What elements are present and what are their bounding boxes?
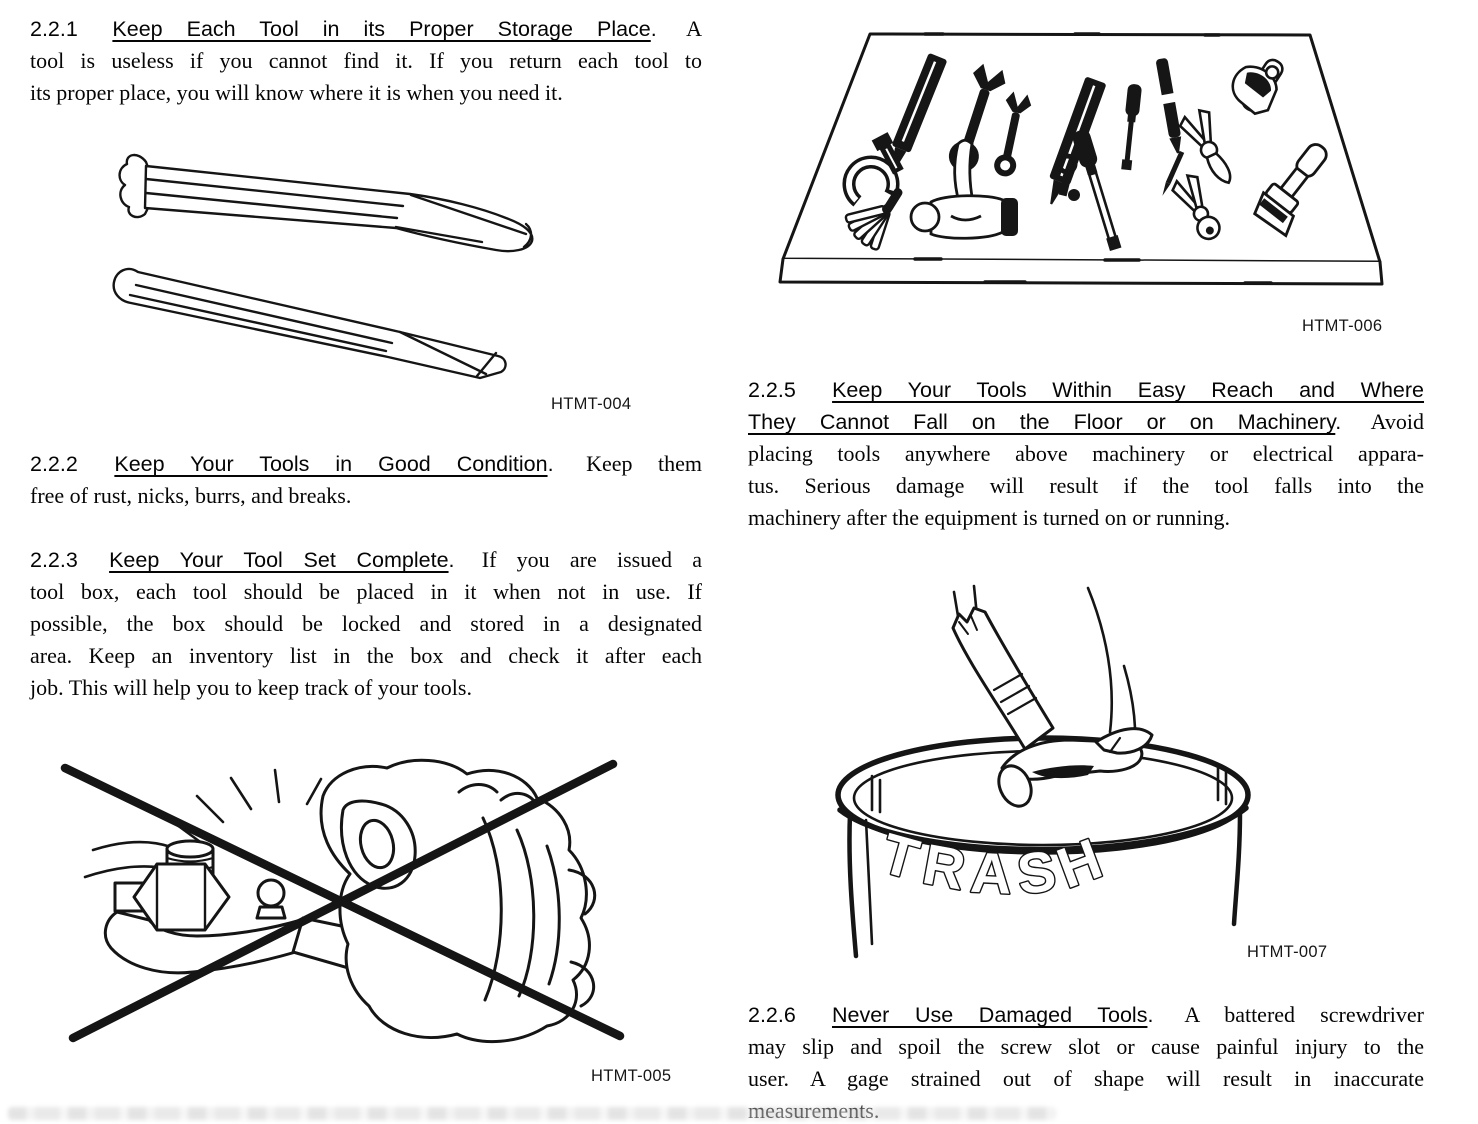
trash-can-body bbox=[847, 809, 1243, 959]
text-line: 2.2.3 Keep Your Tool Set Complete. If yo… bbox=[30, 544, 702, 576]
trash-label: TRASH bbox=[875, 821, 1119, 907]
text-line: tus. Serious damage will result if the t… bbox=[748, 470, 1424, 502]
section-text: free of rust, nicks, burrs, and breaks. bbox=[30, 483, 352, 508]
text-line: user. A gage strained out of shape will … bbox=[748, 1063, 1424, 1095]
text-line: possible, the box should be locked and s… bbox=[30, 608, 702, 640]
figure-label-htmt-006: HTMT-006 bbox=[1302, 317, 1383, 335]
bolt-and-nut bbox=[113, 839, 231, 932]
fist bbox=[319, 758, 597, 1044]
section-2-2-3: 2.2.3 Keep Your Tool Set Complete. If yo… bbox=[30, 544, 702, 704]
text-line: 2.2.1 Keep Each Tool in its Proper Stora… bbox=[30, 13, 702, 45]
section-text: If you are issued a bbox=[481, 547, 703, 572]
section-text: . bbox=[1335, 410, 1342, 434]
figure-chisels bbox=[112, 153, 534, 380]
text-line: tool box, each tool should be placed in … bbox=[30, 576, 702, 608]
text-line: may slip and spoil the screw slot or cau… bbox=[748, 1031, 1424, 1063]
section-text: possible, the box should be locked and s… bbox=[30, 611, 702, 636]
figure-label-htmt-004: HTMT-004 bbox=[551, 395, 632, 413]
section-text: A bbox=[686, 16, 702, 41]
monkey-wrench bbox=[1252, 143, 1328, 238]
section-title: Keep Each Tool in its Proper Storage Pla… bbox=[112, 17, 651, 41]
section-2-2-2: 2.2.2 Keep Your Tools in Good Condition.… bbox=[30, 448, 702, 512]
section-text: . bbox=[448, 548, 455, 572]
round-nose-chisel bbox=[118, 153, 534, 253]
text-line: placing tools anywhere above machinery o… bbox=[748, 438, 1424, 470]
section-title: They Cannot Fall on the Floor or on Mach… bbox=[748, 410, 1336, 434]
section-title: Keep Your Tool Set Complete bbox=[109, 548, 449, 572]
large-screwdriver bbox=[1072, 129, 1122, 251]
section-title: Keep Your Tools in Good Condition bbox=[114, 452, 548, 476]
text-line: tool is useless if you cannot find it. I… bbox=[30, 45, 702, 77]
feeler-gauge bbox=[844, 188, 903, 251]
screwdriver bbox=[1121, 84, 1142, 171]
section-text: area. Keep an inventory list in the box … bbox=[30, 643, 702, 668]
sparks bbox=[83, 768, 323, 879]
section-text: . bbox=[650, 17, 657, 41]
text-line: free of rust, nicks, burrs, and breaks. bbox=[30, 480, 702, 512]
prohibition-x bbox=[60, 759, 625, 1043]
section-text: its proper place, you will know where it… bbox=[30, 80, 563, 105]
text-line: area. Keep an inventory list in the box … bbox=[30, 640, 702, 672]
offset-screwdriver bbox=[1056, 153, 1080, 201]
section-text: tool is useless if you cannot find it. I… bbox=[30, 48, 702, 73]
rim-front bbox=[837, 805, 1249, 853]
scriber bbox=[1162, 150, 1185, 196]
section-text: machinery after the equipment is turned … bbox=[748, 505, 1231, 530]
rim-highlights bbox=[870, 764, 1228, 814]
section-2-2-5: 2.2.5 Keep Your Tools Within Easy Reach … bbox=[748, 374, 1424, 534]
section-text: Avoid bbox=[1370, 409, 1424, 434]
section-text: A battered screwdriver bbox=[1184, 1002, 1425, 1027]
page-bottom-cutoff-text bbox=[8, 1107, 1056, 1120]
section-text: tus. Serious damage will result if the t… bbox=[748, 473, 1424, 498]
figure-label-htmt-007: HTMT-007 bbox=[1247, 943, 1328, 961]
section-text: may slip and spoil the screw slot or cau… bbox=[748, 1034, 1424, 1059]
flat-cold-chisel bbox=[112, 267, 507, 380]
section-text: placing tools anywhere above machinery o… bbox=[748, 441, 1424, 466]
figure-trash-hammer: TRASH bbox=[835, 584, 1251, 959]
section-title: Keep Your Tools Within Easy Reach and Wh… bbox=[832, 378, 1425, 402]
section-number: 2.2.3 bbox=[30, 548, 78, 572]
combination-pliers bbox=[1178, 108, 1232, 185]
section-2-2-6: 2.2.6 Never Use Damaged Tools. A battere… bbox=[748, 999, 1424, 1124]
section-number: 2.2.1 bbox=[30, 17, 78, 41]
section-number: 2.2.2 bbox=[30, 452, 78, 476]
section-title: Never Use Damaged Tools bbox=[831, 1003, 1148, 1027]
small-wrench bbox=[994, 91, 1032, 177]
section-text: Keep bbox=[586, 451, 633, 476]
section-text: tool box, each tool should be placed in … bbox=[30, 579, 702, 604]
text-line: They Cannot Fall on the Floor or on Mach… bbox=[748, 406, 1424, 438]
pipe-wrench bbox=[1231, 58, 1284, 116]
ball-peen-hammer bbox=[909, 138, 1018, 240]
drift-punch bbox=[1156, 58, 1182, 154]
section-text: . bbox=[1147, 1003, 1154, 1027]
section-text: job. This will help you to keep track of… bbox=[30, 675, 472, 700]
text-line: machinery after the equipment is turned … bbox=[748, 502, 1424, 534]
figure-tool-board bbox=[778, 32, 1384, 286]
board-front-edge bbox=[778, 257, 1384, 286]
section-number: 2.2.5 bbox=[748, 378, 796, 402]
section-text: them bbox=[658, 451, 703, 476]
text-line: its proper place, you will know where it… bbox=[30, 77, 702, 109]
tool-board-tools bbox=[842, 53, 1328, 251]
section-text: user. A gage strained out of shape will … bbox=[748, 1066, 1424, 1091]
section-text: . bbox=[547, 452, 554, 476]
figure-label-htmt-005: HTMT-005 bbox=[591, 1067, 672, 1085]
micrometer bbox=[842, 132, 904, 213]
text-line: 2.2.6 Never Use Damaged Tools. A battere… bbox=[748, 999, 1424, 1031]
figure-crossed-wrench bbox=[60, 758, 625, 1044]
section-number: 2.2.6 bbox=[748, 1003, 796, 1027]
text-line: 2.2.5 Keep Your Tools Within Easy Reach … bbox=[748, 374, 1424, 406]
text-line: 2.2.2 Keep Your Tools in Good Condition.… bbox=[30, 448, 702, 480]
section-2-2-1: 2.2.1 Keep Each Tool in its Proper Stora… bbox=[30, 13, 702, 109]
broken-hammer bbox=[951, 606, 1154, 808]
text-line: job. This will help you to keep track of… bbox=[30, 672, 702, 704]
end-cutting-pliers bbox=[1171, 174, 1221, 241]
